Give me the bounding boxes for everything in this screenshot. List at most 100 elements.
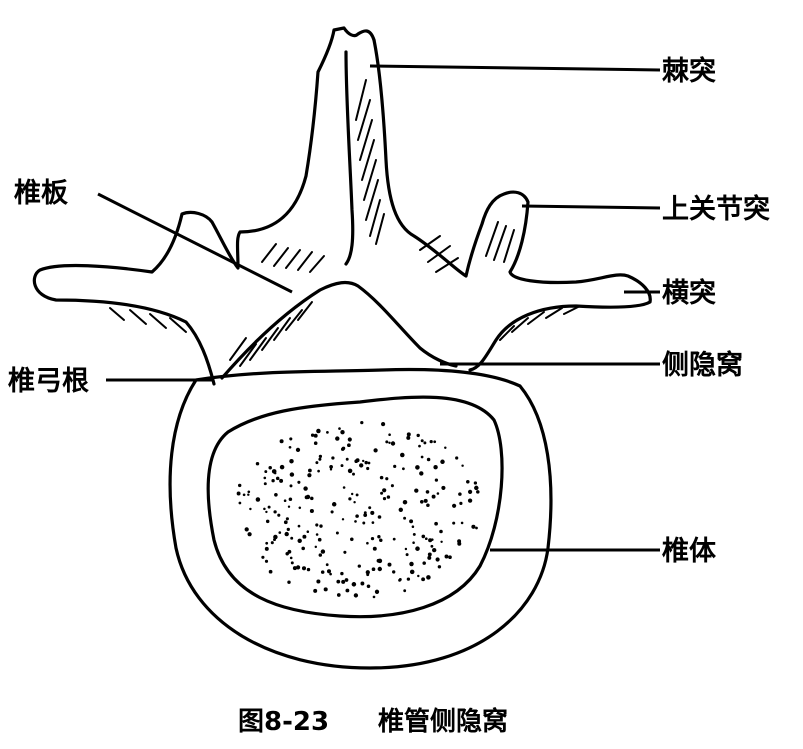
stipple-dot [409,561,414,567]
stipple-dot [297,524,301,528]
stipple-dot [268,569,273,574]
stipple-dot [301,566,307,571]
stipple-dot [374,589,380,594]
stipple-dot [386,495,391,499]
stipple-dot [292,566,297,571]
stipple-dot [263,482,267,486]
stipple-dot [273,510,277,514]
stipple-dot [402,499,408,505]
stipple-dot [340,430,345,435]
stipple-dot [368,506,372,510]
stipple-dot [461,464,464,467]
stipple-dot [341,579,346,584]
stipple-dot [344,578,349,582]
stipple-dot [277,513,281,517]
stipple-dot [455,456,459,460]
stipple-dot [390,484,394,488]
stipple-dot [439,529,443,534]
stipple-dot [347,468,353,474]
figure-title: 椎管侧隐窝 [378,706,508,737]
stipple-dot [289,484,293,488]
stipple-dot [268,466,272,470]
stipple-dot [350,537,354,542]
stipple-dot [279,439,284,444]
stipple-dot [429,439,433,444]
vertebral-body-outline [168,367,553,670]
stipple-dot [420,439,424,443]
label-spinous-process: 棘突 [662,55,716,87]
stipple-dot [370,536,375,541]
stipple-dot [360,581,365,586]
stipple-dot [366,466,370,471]
stipple-dot [362,521,366,525]
stipple-dot [275,476,280,481]
stipple-dot [355,493,359,497]
stipple-dot [302,534,307,539]
stipple-dot [265,541,269,545]
stipple-dot [405,553,409,557]
stipple-dot [452,521,456,525]
stipple-dot [377,515,382,519]
stipple-dot [377,566,382,572]
stipple-dot [377,535,381,539]
stipple-dot [335,436,340,441]
stipple-dot [420,455,424,459]
stipple-dot [283,520,288,525]
stipple-dot [424,537,428,541]
stipple-dot [448,555,452,560]
stipple-dot [347,443,351,448]
label-vertebral-body: 椎体 [662,536,717,567]
stipple-dot [285,517,289,521]
stipple-dot [406,435,411,440]
stipple-dot [341,518,345,521]
stipple-dot [372,546,377,551]
stipple-dot [409,519,414,524]
stipple-dot [290,536,294,540]
stipple-dot [287,549,292,554]
stipple-dot [310,433,315,437]
stipple-dot [366,584,371,589]
stipple-dot [264,470,268,474]
stipple-dot [403,589,407,593]
stipple-dot [412,532,416,536]
figure-number: 图8-23 [238,707,329,737]
stipple-dot [336,579,341,584]
stipple-dot [403,516,407,520]
stipple-dot [382,496,387,501]
stipple-dot [326,431,329,434]
stipple-dot [242,493,246,497]
stipple-dot [390,441,396,446]
stipple-dot [431,494,436,499]
stipple-dot [467,498,473,503]
stipple-dot [366,541,369,545]
stipple-dot [309,508,314,514]
stipple-dot [423,441,427,445]
stipple-dot [278,531,282,534]
stipple-dot [315,533,319,536]
stipple-dot [319,524,323,528]
stipple-dot [296,565,301,570]
vertebral-canal-edge [220,280,458,380]
stipple-dot [247,490,251,494]
stipple-dot [435,557,440,562]
stipple-dot [306,567,311,572]
stipple-dot [433,465,438,470]
stipple-dot [261,555,265,559]
stipple-dot [336,593,341,597]
stipple-dot [283,499,287,503]
stipple-dot [295,447,301,453]
stipple-dot [297,538,302,544]
stipple-dot [426,503,430,508]
stipple-dot [415,546,420,551]
stipple-dot [353,593,359,598]
stipple-dot [427,555,432,560]
stipple-dot [364,460,368,465]
stipple-dot [352,472,355,476]
stipple-dot [411,525,415,528]
stipple-dot [423,498,428,503]
stipple-dot [444,446,447,449]
stipple-dot [270,541,274,545]
stipple-dot [338,427,341,430]
stipple-dot [433,440,437,444]
